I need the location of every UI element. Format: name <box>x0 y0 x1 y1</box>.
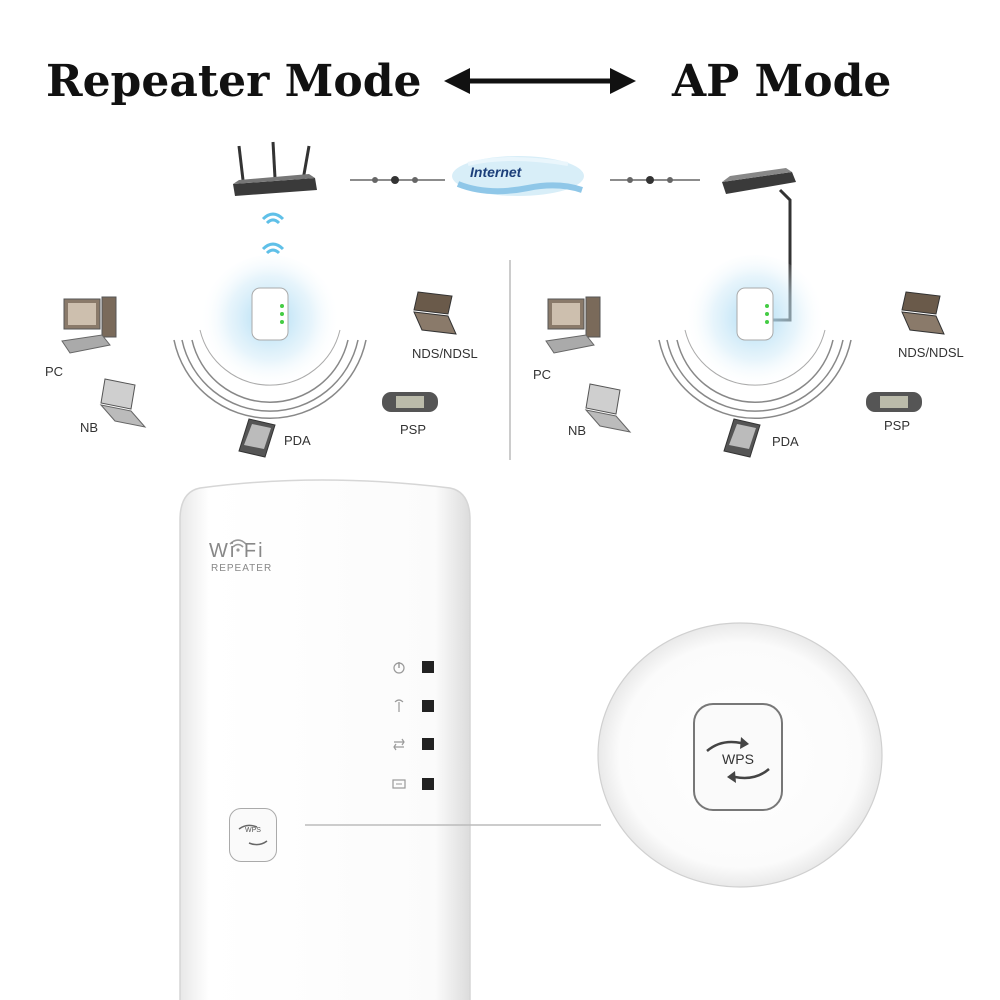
wan-led-row <box>392 736 442 757</box>
nds-label: NDS/NDSL <box>898 345 964 360</box>
wifi-signal-icon <box>261 212 285 255</box>
repeater-brand: REPEATER <box>211 563 273 574</box>
notebook-icon <box>584 383 632 433</box>
nds-label: NDS/NDSL <box>412 346 478 361</box>
pda-label: PDA <box>284 433 311 448</box>
router-icon <box>233 141 317 196</box>
wps-small-label: WPS <box>245 827 261 834</box>
pda-label: PDA <box>772 434 799 449</box>
repeater-device <box>179 479 471 1000</box>
ap-mode-title: AP Mode <box>672 56 892 107</box>
psp-label: PSP <box>884 418 911 433</box>
repeater-coverage-left <box>173 255 367 419</box>
power-led-row <box>392 660 442 681</box>
nb-label: NB <box>80 420 99 435</box>
internet-cloud-icon <box>452 156 584 196</box>
wps-arrows-icon <box>706 737 770 783</box>
power-icon <box>393 661 434 674</box>
pc-icon <box>545 296 601 354</box>
psp-icon <box>866 392 922 412</box>
internet-label: Internet <box>470 164 522 180</box>
wps-button[interactable]: WPS <box>229 808 277 862</box>
notebook-icon <box>99 378 147 428</box>
nb-label: NB <box>568 423 587 438</box>
wps-button-zoomed[interactable]: WPS <box>693 703 783 811</box>
pc-label: PC <box>533 367 552 382</box>
wireless-icon <box>394 699 434 712</box>
wps-zoom-label: WPS <box>722 751 754 767</box>
wps-arrows-icon <box>238 824 268 846</box>
nds-icon <box>413 291 457 335</box>
lan-icon <box>392 778 434 790</box>
pc-icon <box>61 296 117 354</box>
psp-icon <box>382 392 438 412</box>
nds-icon <box>901 291 945 335</box>
wireless-led-row <box>392 698 442 719</box>
pc-label: PC <box>45 364 64 379</box>
double-arrow-icon <box>444 68 636 94</box>
callout-line <box>305 824 601 826</box>
wan-icon <box>393 738 434 751</box>
pda-icon <box>723 418 761 458</box>
repeater-mode-title: Repeater Mode <box>46 56 422 107</box>
repeater-coverage-right <box>658 255 852 419</box>
psp-label: PSP <box>400 422 427 437</box>
wifi-brand: Wi Fi <box>209 540 265 562</box>
ap-router-icon <box>722 168 796 194</box>
lan-led-row <box>392 776 442 797</box>
pda-icon <box>238 418 276 458</box>
